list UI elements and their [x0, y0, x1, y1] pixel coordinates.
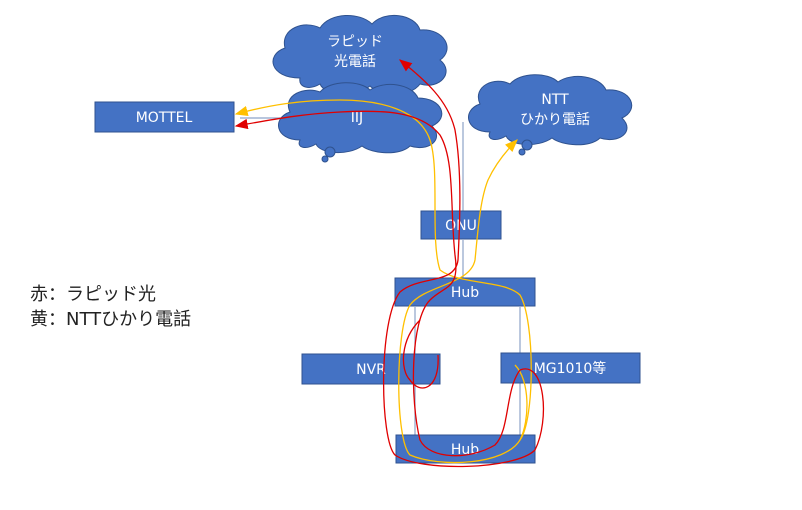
cloud-iij-label: IIJ: [351, 110, 363, 126]
cloud-iij: IIJ: [278, 82, 443, 163]
legend-yellow: 黄：NTTひかり電話: [30, 309, 192, 330]
legend-red: 赤：ラピッド光: [30, 284, 156, 305]
node-mg1010-label: MG1010等: [534, 360, 607, 377]
node-hub-top-label: Hub: [451, 285, 479, 301]
cloud-ntt-line1: NTT: [541, 92, 569, 108]
cloud-ntt-line2: ひかり電話: [520, 111, 590, 128]
node-nvr: NVR: [301, 353, 441, 385]
node-mg1010: MG1010等: [500, 352, 641, 384]
red-path-to-mottel: [234, 110, 521, 457]
legend: 赤：ラピッド光 黄：NTTひかり電話: [30, 282, 191, 332]
cloud-rapid-line2: 光電話: [334, 53, 376, 70]
yellow-path-to-mottel: [234, 99, 532, 441]
red-path-nvr-loop: [402, 319, 439, 389]
node-nvr-label: NVR: [356, 362, 386, 378]
yellow-path-to-ntt-cloud: [398, 139, 528, 464]
node-hub-bottom: Hub: [395, 434, 536, 464]
red-path-to-rapid-cloud: [382, 59, 545, 468]
node-onu-label: ONU: [445, 218, 477, 234]
cloud-rapid-line1: ラピッド: [327, 34, 383, 50]
node-onu: ONU: [420, 210, 502, 240]
node-hub-top: Hub: [394, 277, 536, 307]
red-path-rapid: [234, 59, 545, 468]
connector-lines: [240, 117, 521, 436]
yellow-path-ntt: [234, 99, 532, 464]
cloud-ntt-hikari-denwa: NTT ひかり電話: [468, 74, 633, 156]
node-mottel: MOTTEL: [94, 101, 235, 133]
node-mottel-label: MOTTEL: [136, 110, 193, 126]
cloud-rapid-hikari-denwa: ラピッド 光電話: [272, 14, 448, 95]
